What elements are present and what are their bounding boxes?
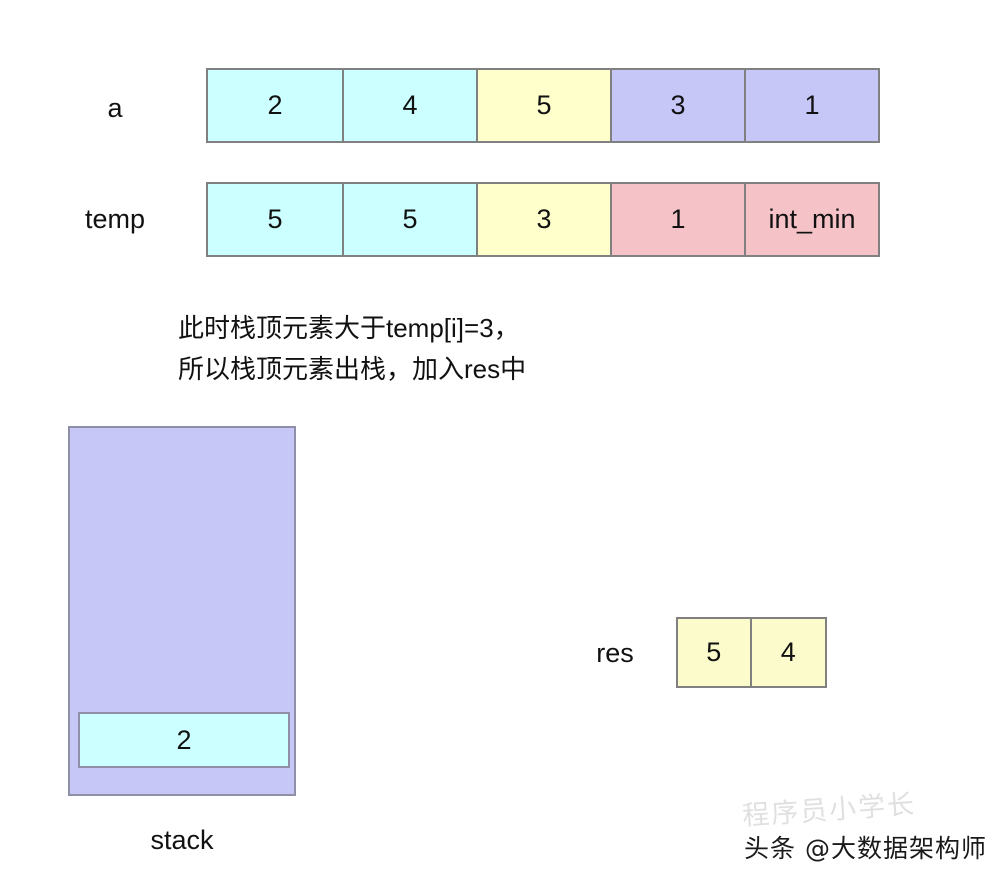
- array-label-a: a: [107, 93, 123, 123]
- array-a-cell: 3: [612, 70, 746, 141]
- annotation-line-2: 所以栈顶元素出栈，加入res中: [178, 354, 527, 384]
- headline-watermark: 头条 @大数据架构师: [744, 834, 987, 863]
- array-a-cell: 4: [344, 70, 478, 141]
- array-a-cell: 5: [478, 70, 612, 141]
- stack-container: 2: [68, 426, 296, 796]
- array-temp-cell: 1: [612, 184, 746, 255]
- array-a-cell: 2: [208, 70, 344, 141]
- array-a-cell: 1: [746, 70, 878, 141]
- res-label: res: [596, 638, 634, 668]
- array-label-temp: temp: [84, 204, 146, 234]
- array-temp-cell: 5: [344, 184, 478, 255]
- annotation-line-1: 此时栈顶元素大于temp[i]=3，: [178, 313, 520, 343]
- array-temp-cell: 5: [208, 184, 344, 255]
- res-array: 5 4: [676, 617, 827, 688]
- ghost-watermark: 程序员小学长: [741, 788, 918, 833]
- stack-caption: stack: [150, 825, 214, 855]
- array-a: 2 4 5 3 1: [206, 68, 880, 143]
- stack-item: 2: [78, 712, 290, 768]
- array-temp-cell: int_min: [746, 184, 878, 255]
- res-cell: 4: [751, 619, 825, 686]
- array-temp-cell: 3: [478, 184, 612, 255]
- res-cell: 5: [678, 619, 752, 686]
- array-temp: 5 5 3 1 int_min: [206, 182, 880, 257]
